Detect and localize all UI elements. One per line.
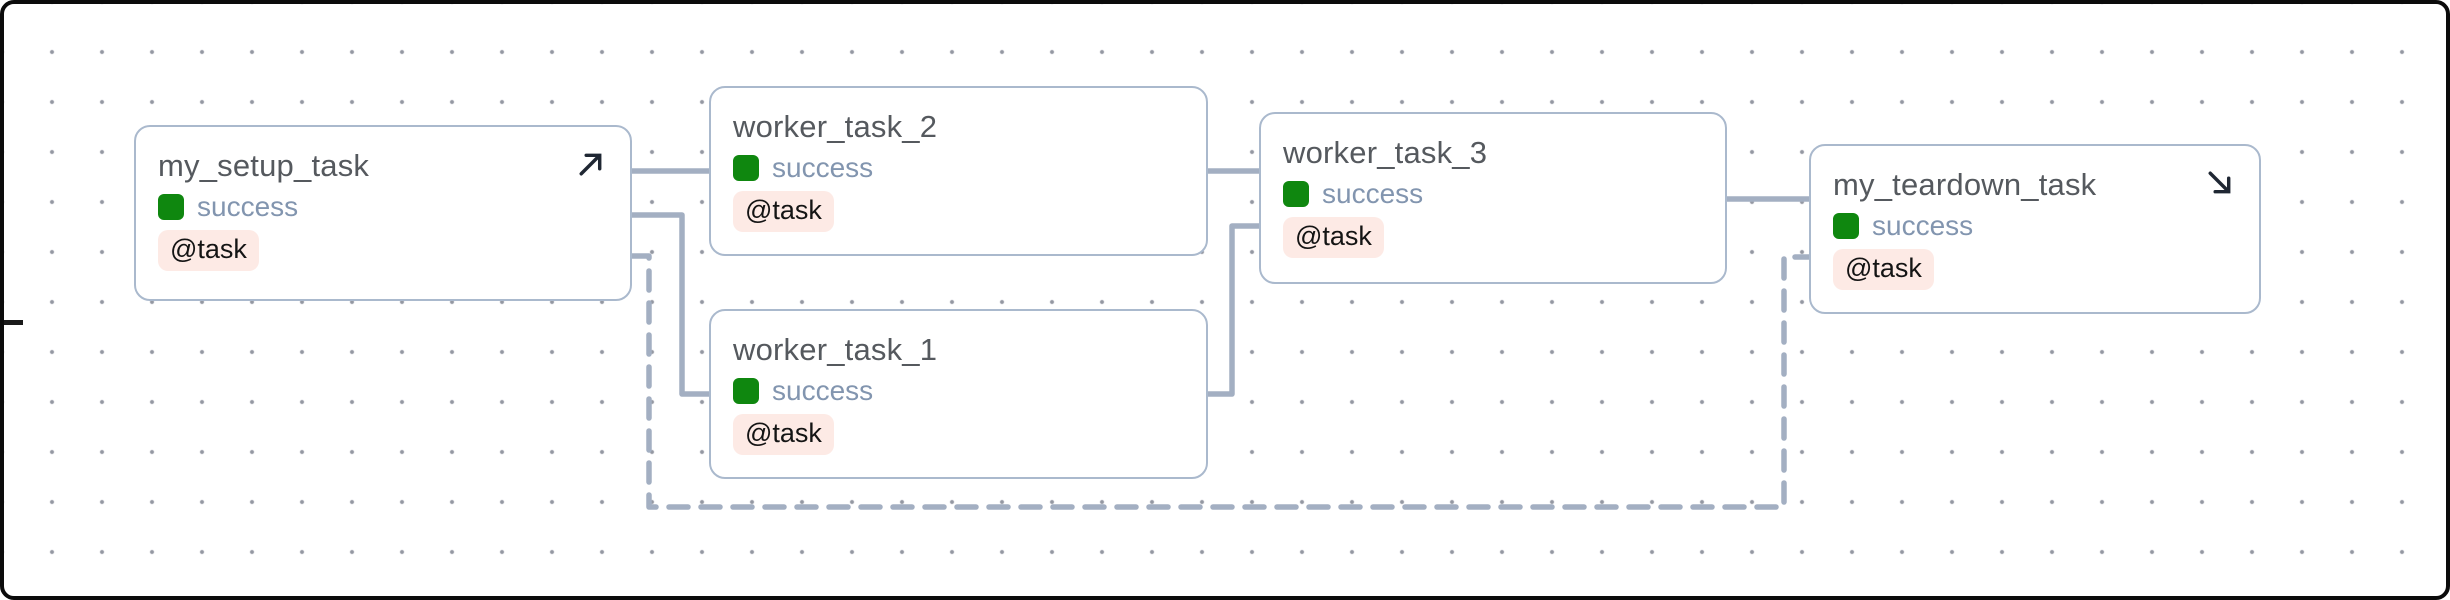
task-node-my-setup-task[interactable]: my_setup_task success @task xyxy=(134,125,632,301)
task-decorator-badge: @task xyxy=(733,191,834,232)
task-decorator-badge: @task xyxy=(1833,249,1934,290)
task-node-my-teardown-task[interactable]: my_teardown_task success @task xyxy=(1809,144,2261,314)
task-badge-row: @task xyxy=(1833,249,2237,290)
edge-setup-to-teardown xyxy=(629,253,1812,510)
task-title: worker_task_1 xyxy=(733,332,938,367)
task-state-label: success xyxy=(1322,178,1424,210)
task-title: worker_task_3 xyxy=(1283,135,1488,170)
success-state-icon xyxy=(733,155,759,182)
left-edge-tick xyxy=(4,320,23,325)
success-state-icon xyxy=(733,378,759,405)
task-state-row: success xyxy=(158,191,608,223)
task-state-label: success xyxy=(772,375,874,407)
task-state-label: success xyxy=(1872,210,1974,242)
task-badge-row: @task xyxy=(733,191,1184,232)
task-title: my_teardown_task xyxy=(1833,167,2097,202)
arrow-up-right-icon xyxy=(579,153,602,176)
edges-layer xyxy=(629,168,1812,510)
task-state-label: success xyxy=(772,152,874,184)
task-state-row: success xyxy=(733,375,1184,407)
task-badge-row: @task xyxy=(733,414,1184,455)
task-state-row: success xyxy=(733,152,1184,184)
task-badge-row: @task xyxy=(1283,217,1703,258)
task-state-row: success xyxy=(1283,178,1703,210)
edge-setup-to-worker1 xyxy=(632,212,709,397)
success-state-icon xyxy=(1833,213,1859,240)
task-decorator-badge: @task xyxy=(733,414,834,455)
task-decorator-badge: @task xyxy=(158,230,259,271)
task-title: worker_task_2 xyxy=(733,109,938,144)
task-state-row: success xyxy=(1833,210,2237,242)
success-state-icon xyxy=(1283,181,1309,208)
task-title: my_setup_task xyxy=(158,148,370,183)
task-node-worker-task-2[interactable]: worker_task_2 success @task xyxy=(709,86,1208,256)
task-badge-row: @task xyxy=(158,230,608,271)
task-node-worker-task-3[interactable]: worker_task_3 success @task xyxy=(1259,112,1727,284)
task-decorator-badge: @task xyxy=(1283,217,1384,258)
edge-worker1-to-worker3 xyxy=(1208,223,1259,397)
arrow-down-right-icon xyxy=(2208,171,2231,194)
success-state-icon xyxy=(158,194,184,221)
task-state-label: success xyxy=(197,191,299,223)
task-node-worker-task-1[interactable]: worker_task_1 success @task xyxy=(709,309,1208,479)
